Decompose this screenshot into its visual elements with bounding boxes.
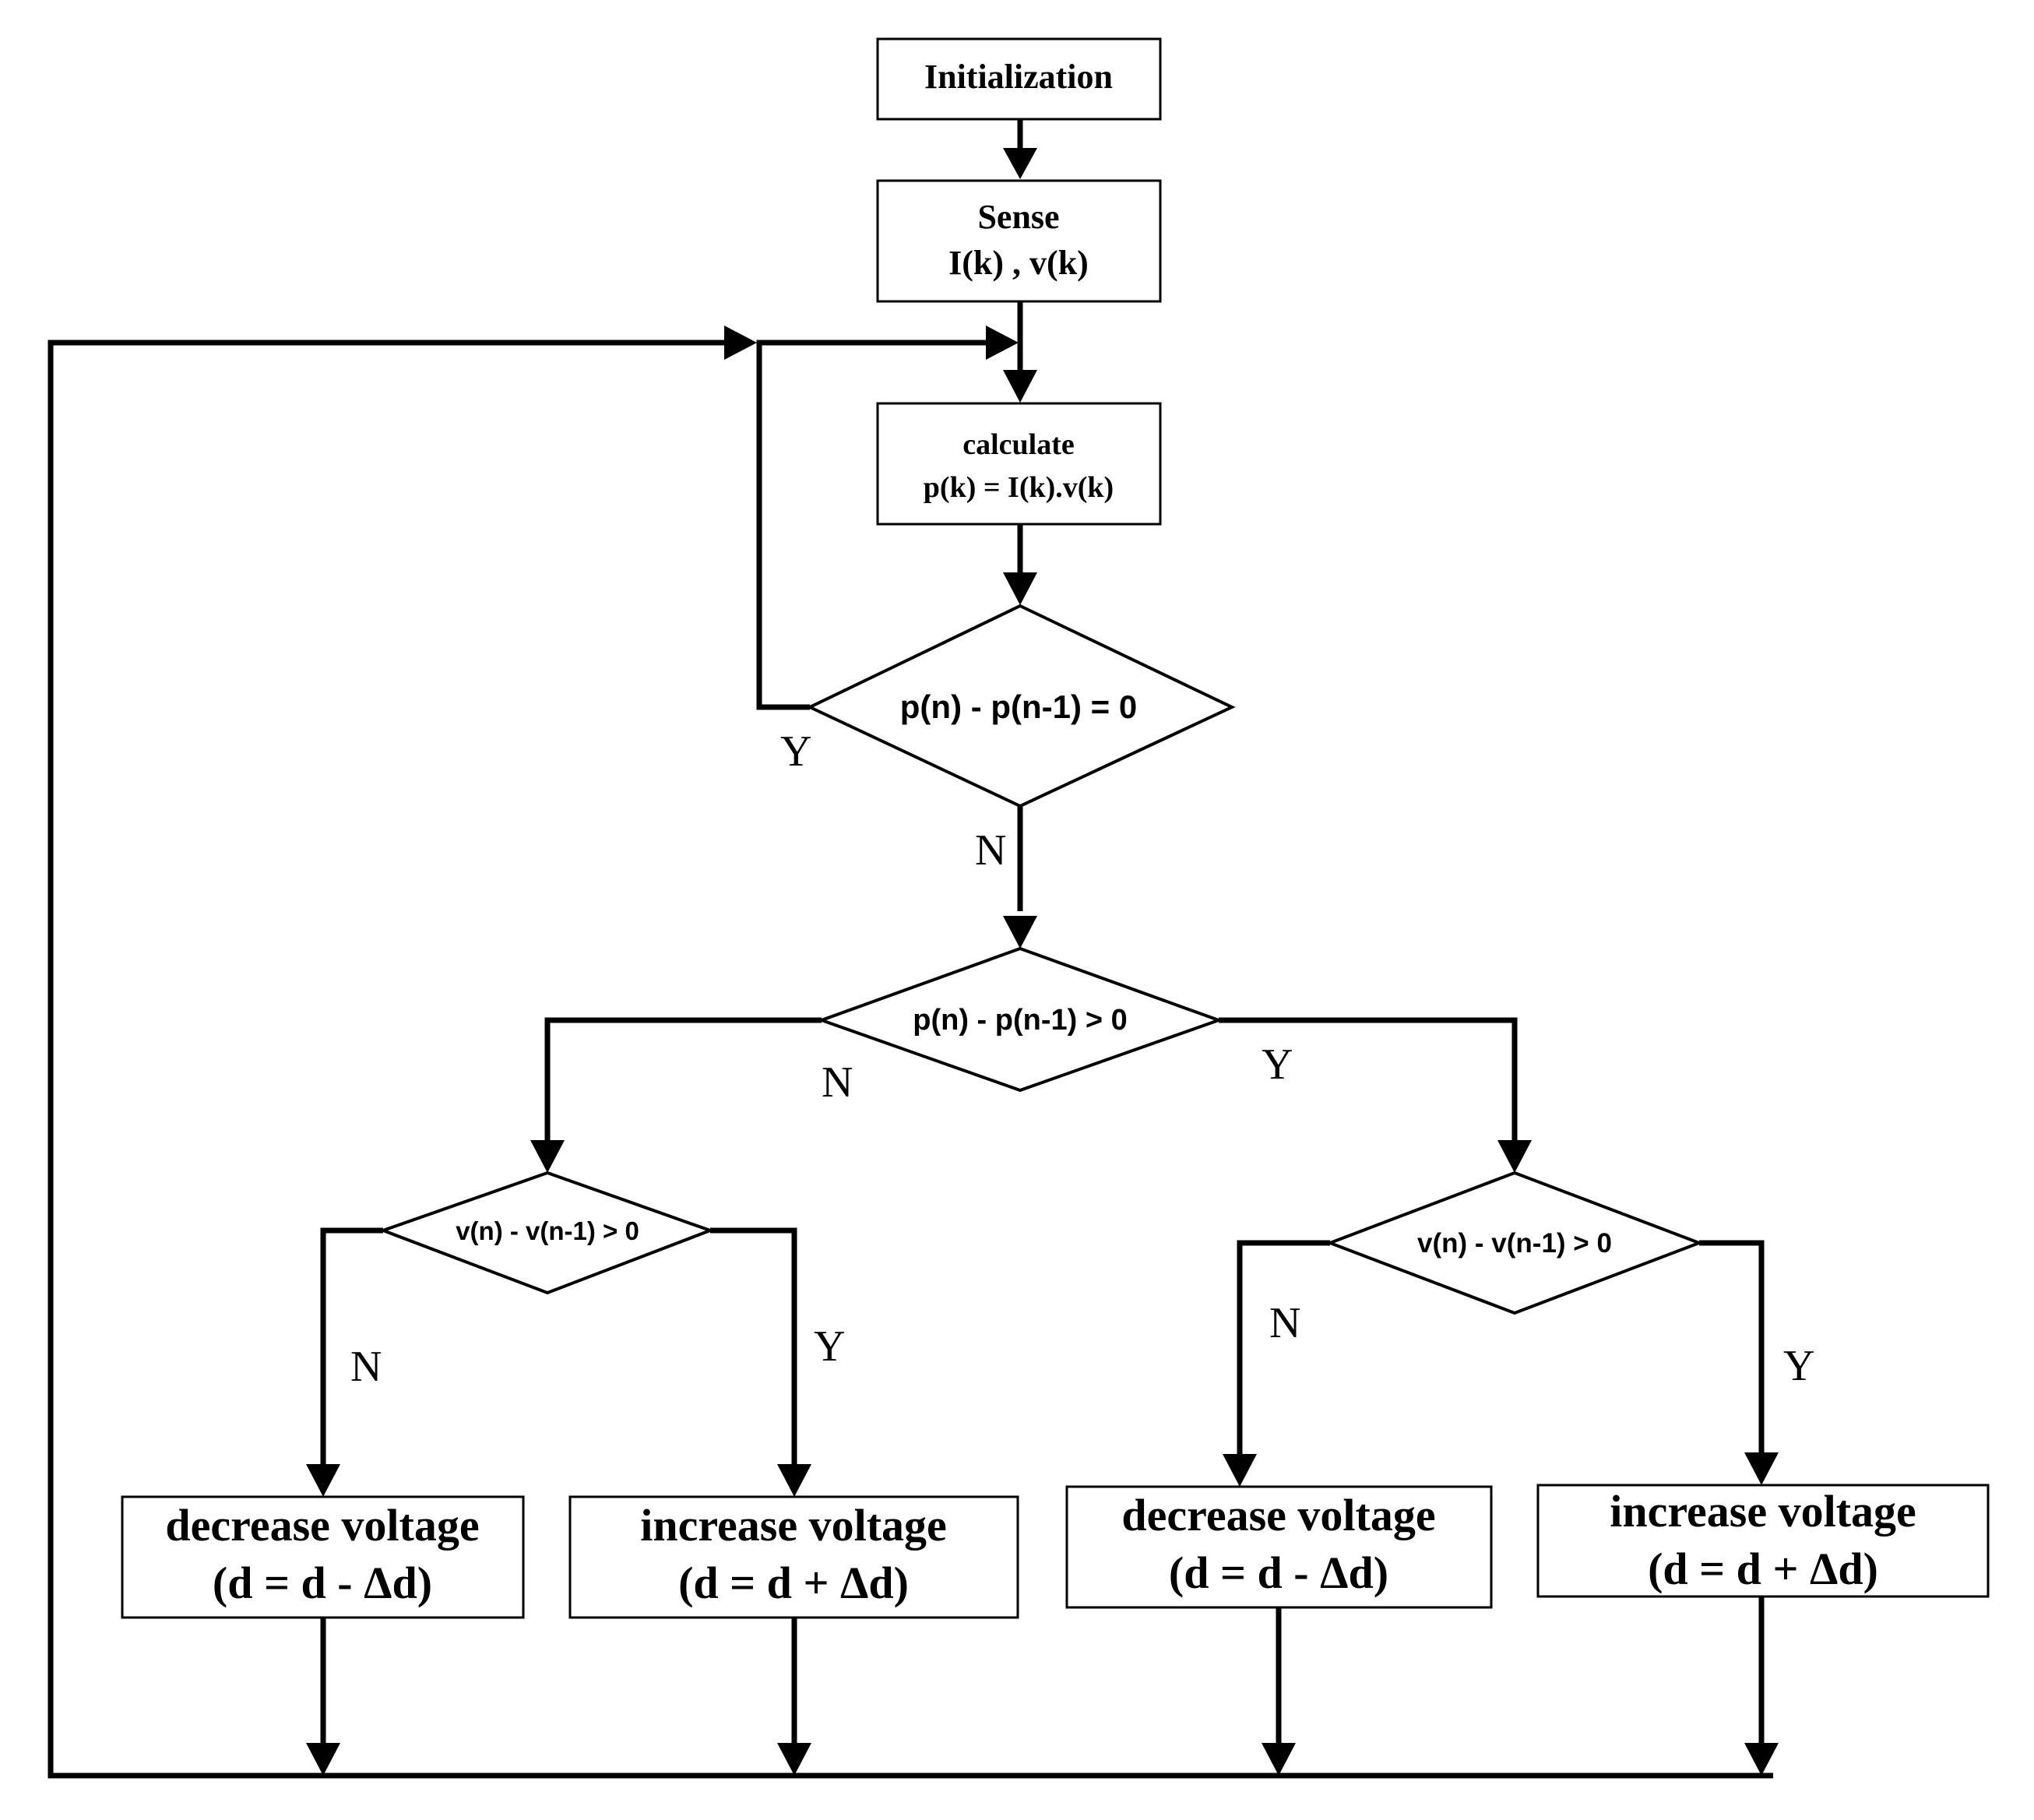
arrow-bus-3 — [1262, 1743, 1296, 1776]
arrow-to-volt-left — [530, 1140, 565, 1173]
connector-volt-left-yes — [710, 1227, 797, 1464]
initialization-label: Initialization — [924, 58, 1113, 96]
arrow-to-decrease-2 — [1223, 1454, 1257, 1487]
decision-power-positive: p(n) - p(n-1) > 0 — [817, 946, 1223, 1093]
label-power-zero-yes: Y — [780, 727, 811, 776]
label-volt-left-yes: Y — [814, 1322, 845, 1371]
connector-volt-right-no — [1237, 1240, 1330, 1454]
box-decrease-voltage-left: decrease voltage (d = d - Δd) — [121, 1495, 525, 1619]
increase-voltage-left-title: increase voltage — [640, 1500, 947, 1551]
increase-voltage-left-formula: (d = d + Δd) — [678, 1558, 909, 1608]
node-sense: Sense I(k) , v(k) — [876, 179, 1162, 303]
arrow-bus-1 — [306, 1743, 340, 1776]
arrow-to-volt-right — [1497, 1140, 1532, 1173]
arrowheads — [306, 148, 1779, 1776]
box-increase-voltage-left: increase voltage (d = d + Δd) — [568, 1495, 1019, 1619]
decision-power-positive-label: p(n) - p(n-1) > 0 — [913, 1004, 1127, 1037]
decrease-voltage-left-title: decrease voltage — [165, 1500, 479, 1551]
connectors — [48, 119, 1773, 1779]
box-increase-voltage-right: increase voltage (d = d + Δd) — [1536, 1484, 1990, 1598]
arrow-to-increase-1 — [777, 1464, 811, 1497]
label-volt-left-no: N — [350, 1343, 382, 1391]
label-volt-right-no: N — [1269, 1299, 1300, 1347]
connector-decision2-yes — [1219, 1017, 1518, 1141]
decision-voltage-right-label: v(n) - v(n-1) > 0 — [1417, 1228, 1612, 1259]
arrow-to-decrease-1 — [306, 1464, 340, 1497]
connector-decision2-no — [544, 1017, 822, 1141]
arrow-loop-to-merge — [986, 326, 1019, 360]
decision-voltage-left-label: v(n) - v(n-1) > 0 — [456, 1216, 639, 1245]
sense-title: Sense — [977, 198, 1059, 236]
connector-volt-right-yes — [1699, 1240, 1765, 1454]
sense-variables: I(k) , v(k) — [948, 244, 1089, 282]
label-power-zero-no: N — [975, 826, 1006, 875]
arrow-return-to-column — [724, 326, 757, 360]
label-power-positive-no: N — [822, 1058, 853, 1107]
connector-volt-left-no — [320, 1227, 383, 1464]
arrow-to-calc — [1003, 370, 1037, 403]
decision-power-zero: p(n) - p(n-1) = 0 — [806, 604, 1236, 808]
arrow-bus-4 — [1744, 1743, 1779, 1776]
arrow-to-decision2 — [1003, 916, 1037, 949]
arrow-to-decision1 — [1003, 572, 1037, 605]
arrow-bus-2 — [777, 1743, 811, 1776]
increase-voltage-right-title: increase voltage — [1610, 1486, 1916, 1537]
branch-labels: Y N N Y N Y N Y — [350, 727, 1814, 1391]
decrease-voltage-right-title: decrease voltage — [1121, 1490, 1435, 1540]
calculate-formula: p(k) = I(k).v(k) — [924, 471, 1114, 504]
decrease-voltage-right-formula: (d = d - Δd) — [1169, 1547, 1388, 1598]
decision-voltage-right: v(n) - v(n-1) > 0 — [1325, 1171, 1704, 1315]
decrease-voltage-left-formula: (d = d - Δd) — [213, 1558, 432, 1608]
return-loop-path — [48, 340, 1773, 1779]
increase-voltage-right-formula: (d = d + Δd) — [1648, 1544, 1878, 1594]
box-decrease-voltage-right: decrease voltage (d = d - Δd) — [1065, 1485, 1493, 1609]
arrow-to-increase-2 — [1744, 1452, 1779, 1485]
node-initialization: Initialization — [876, 37, 1162, 121]
node-calculate: calculate p(k) = I(k).v(k) — [876, 402, 1162, 526]
label-volt-right-yes: Y — [1783, 1342, 1814, 1390]
calculate-title: calculate — [962, 428, 1075, 461]
arrow-to-sense — [1003, 148, 1037, 179]
decision-power-zero-label: p(n) - p(n-1) = 0 — [900, 688, 1137, 725]
decision-voltage-left: v(n) - v(n-1) > 0 — [378, 1171, 715, 1295]
label-power-positive-yes: Y — [1262, 1040, 1293, 1089]
